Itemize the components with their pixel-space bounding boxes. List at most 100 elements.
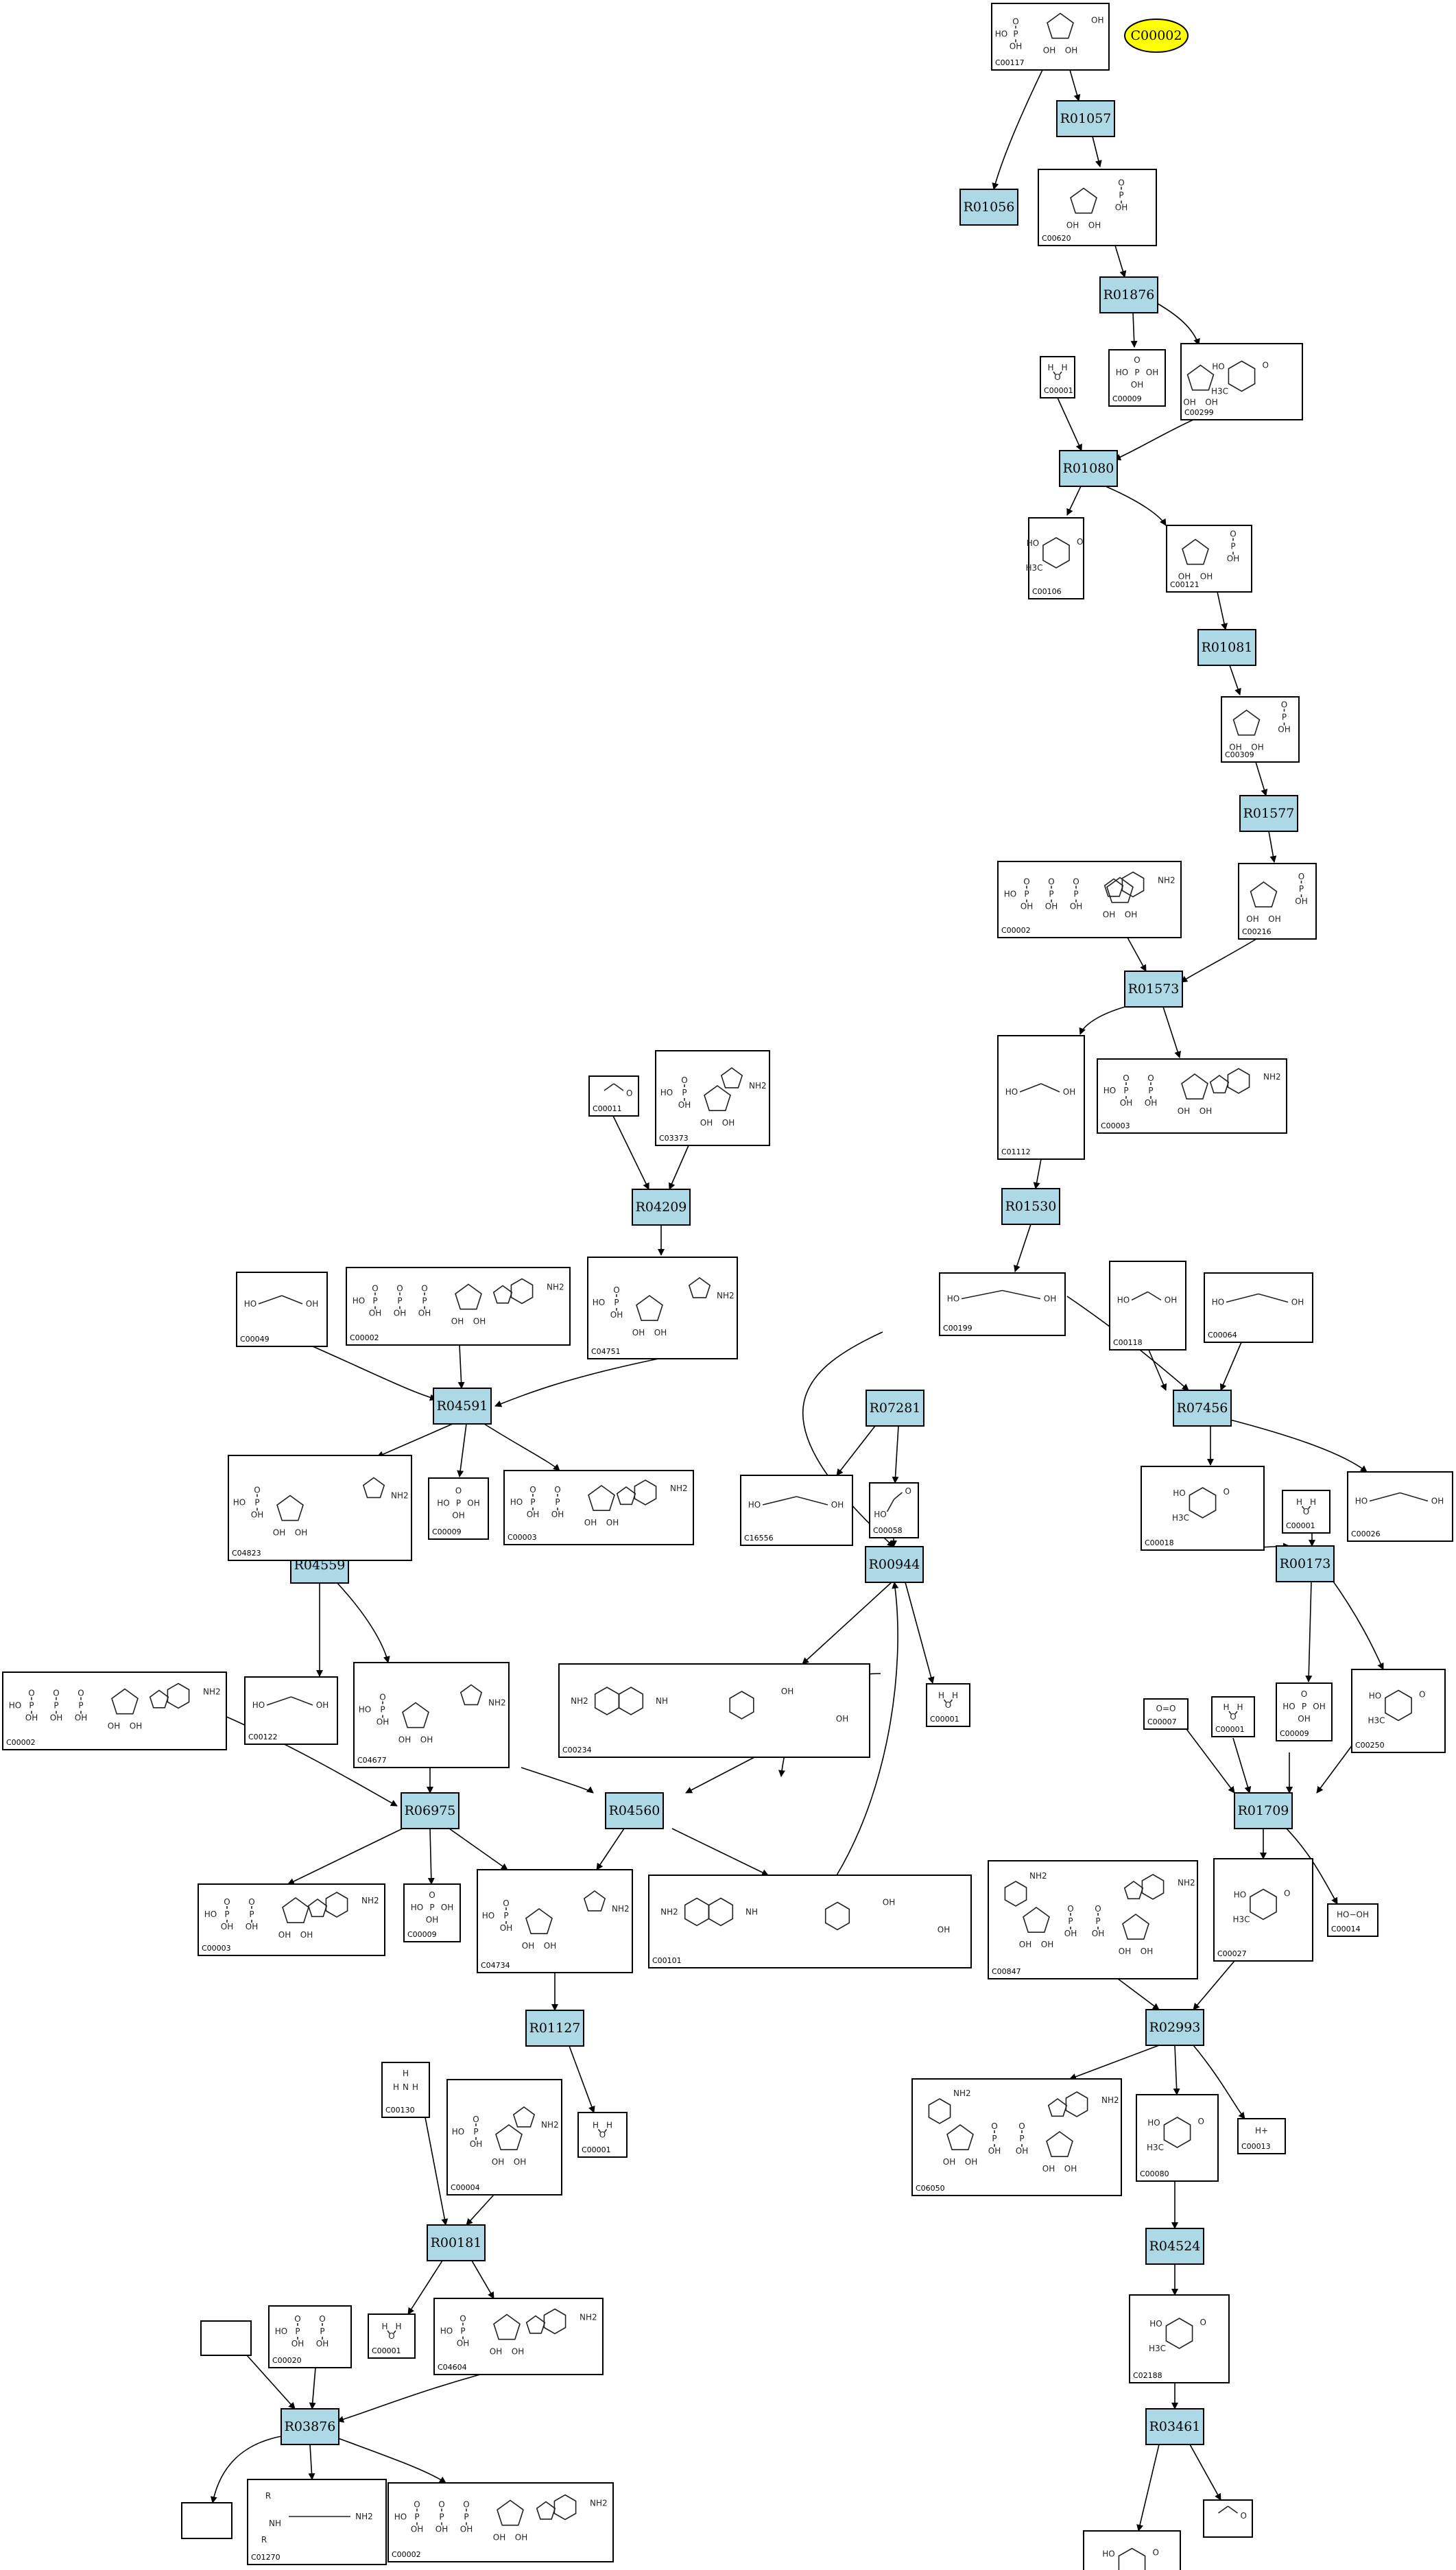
reaction-box[interactable] [1173,1390,1232,1427]
compound-box[interactable] [1204,1272,1313,1343]
reaction-R04524[interactable]: R04524 [1145,2228,1204,2265]
reaction-box[interactable] [1197,629,1256,666]
compound-box[interactable] [1351,1669,1446,1753]
compound-box[interactable] [1143,1698,1189,1730]
reaction-box[interactable] [433,1388,492,1425]
compound-box[interactable] [1028,517,1084,599]
compound-box[interactable] [381,2062,430,2118]
reaction-box[interactable] [1145,2009,1204,2046]
reaction-R07281[interactable]: R07281 [866,1390,924,1427]
reaction-box[interactable] [1001,1188,1060,1225]
reaction-box[interactable] [1145,2408,1204,2445]
reaction-R01577[interactable]: R01577 [1239,795,1298,832]
compound-box[interactable] [387,2482,614,2562]
reaction-box[interactable] [401,1792,460,1829]
reaction-R03461[interactable]: R03461 [1145,2408,1204,2445]
compound-box[interactable] [1282,1490,1330,1534]
compound-box[interactable] [247,2479,387,2565]
compound-box[interactable] [648,1875,972,1968]
compound-box[interactable] [181,2502,232,2539]
reaction-R04591[interactable]: R04591 [433,1388,492,1425]
reaction-box[interactable] [1234,1792,1293,1829]
compound-box[interactable] [1327,1903,1379,1937]
compound-box[interactable] [1221,696,1300,763]
reaction-R00944[interactable]: R00944 [865,1546,924,1583]
compound-box[interactable] [2,1671,227,1750]
reaction-R03876[interactable]: R03876 [281,2408,339,2445]
reaction-R01080[interactable]: R01080 [1059,450,1118,487]
compound-box[interactable] [477,1869,633,1973]
reaction-R00173[interactable]: R00173 [1276,1545,1335,1582]
reaction-box[interactable] [1059,450,1118,487]
compound-box[interactable] [911,2078,1122,2196]
reaction-R04560[interactable]: R04560 [605,1792,664,1829]
reaction-R01709[interactable]: R01709 [1234,1792,1293,1829]
compound-box[interactable] [1083,2530,1181,2570]
target-node[interactable]: C00002 [1124,19,1189,53]
compound-C00013[interactable]: H+C00013 [1237,2118,1286,2154]
compound-box[interactable] [200,2320,252,2356]
compound-box[interactable] [1180,343,1303,420]
reaction-box[interactable] [281,2408,339,2445]
compound-box[interactable] [1108,349,1166,407]
compound-box[interactable] [244,1676,338,1745]
reaction-R04209[interactable]: R04209 [632,1189,691,1226]
reaction-R01530[interactable]: R01530 [1001,1188,1060,1225]
compound-box[interactable] [991,3,1110,71]
compound-box[interactable] [1109,1261,1186,1351]
compound-box[interactable] [428,1477,489,1540]
reaction-box[interactable] [605,1792,664,1829]
reaction-R01876[interactable]: R01876 [1099,276,1158,313]
reaction-box[interactable] [1099,276,1158,313]
compound-box[interactable] [869,1482,919,1538]
reaction-box[interactable] [866,1390,924,1427]
compound-box[interactable] [655,1050,770,1146]
reaction-box[interactable] [1239,795,1298,832]
reaction-box[interactable] [1056,100,1115,137]
reaction-box[interactable] [1124,971,1183,1008]
compound-box[interactable] [1211,1696,1255,1737]
reaction-R01127[interactable]: R01127 [525,2010,584,2047]
compound-box[interactable] [503,1470,694,1545]
reaction-R01081[interactable]: R01081 [1197,629,1256,666]
